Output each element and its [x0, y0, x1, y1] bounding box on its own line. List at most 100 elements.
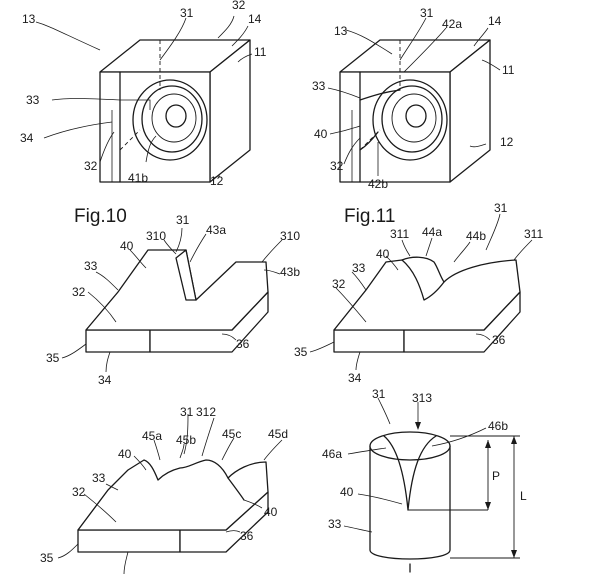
- leader-d44a: [425, 237, 433, 257]
- label-b12: 12: [500, 135, 514, 149]
- leader-e35: [57, 543, 79, 559]
- leader-e40b: [243, 499, 263, 509]
- label-d311a: 311: [390, 227, 409, 241]
- leader-a11: [237, 53, 253, 63]
- leader-f46a: [347, 447, 387, 455]
- label-a32t: 32: [232, 0, 246, 12]
- leader-d36: [475, 333, 491, 341]
- leader-d34: [355, 351, 361, 371]
- label-e40a: 40: [118, 447, 132, 461]
- leader-c43a: [189, 233, 207, 263]
- label-e33: 33: [92, 471, 106, 485]
- label-e36: 36: [240, 529, 254, 543]
- cylinder-body: [369, 445, 451, 560]
- cabinet-right-curve-42b: [359, 131, 379, 151]
- label-c33: 33: [84, 259, 98, 273]
- leader-b11: [481, 59, 501, 71]
- label-a12: 12: [210, 174, 224, 188]
- leader-c43b: [263, 269, 281, 275]
- leader-b13: [345, 29, 393, 55]
- label-d44b: 44b: [466, 229, 486, 243]
- label-c310a: 310: [146, 229, 166, 243]
- cabinet-left-hidden-edge-2: [119, 129, 141, 151]
- leader-b32: [343, 137, 361, 165]
- label-d32: 32: [332, 277, 346, 291]
- label-b42b: 42b: [368, 177, 388, 191]
- leader-c34: [105, 351, 111, 373]
- leader-d311a: [401, 239, 411, 257]
- label-b13: 13: [334, 24, 348, 38]
- dimension-l-arrow-bottom: [511, 550, 517, 558]
- label-c43b: 43b: [280, 265, 300, 279]
- leader-a31: [159, 17, 187, 61]
- label-c31: 31: [176, 213, 190, 227]
- leader-c35: [61, 343, 87, 359]
- label-a13: 13: [22, 12, 36, 26]
- leader-f40: [357, 493, 403, 505]
- fig10-top-face: [85, 249, 269, 331]
- label-f33: 33: [328, 517, 342, 531]
- speaker-right-dust-cap: [405, 104, 427, 128]
- leader-b33: [327, 87, 361, 99]
- label-b31: 31: [420, 6, 434, 20]
- leader-d31: [485, 213, 501, 251]
- fig10-plate: 31 310 43a 310 40 33 43b 32 36 35 34: [46, 213, 300, 387]
- label-a31: 31: [180, 6, 194, 20]
- label-d33: 33: [352, 261, 366, 275]
- cabinet-figure-left: 13 31 32 14 11 33 34 32 41b 12: [20, 0, 267, 188]
- leader-a32: [99, 131, 115, 163]
- fig11-plate: 31 311 44a 44b 311 40 33 32 36 35 34: [294, 201, 543, 385]
- speaker-dust-cap: [165, 104, 187, 128]
- cabinet-left-partition: [120, 99, 151, 110]
- plate-bl-left-edge: [77, 489, 109, 531]
- fig11-curve-44a: [401, 256, 445, 283]
- label-b40: 40: [314, 127, 328, 141]
- leader-a41b: [145, 135, 157, 163]
- leader-a32t: [217, 15, 235, 39]
- leader-e45b: [179, 443, 185, 459]
- label-b11: 11: [502, 63, 515, 77]
- plate-figure-bottom-left: 31 312 45a 45b 45c 45d 40 33 32 40 36 35: [40, 405, 288, 575]
- leader-b12: [469, 143, 487, 148]
- label-d34: 34: [348, 371, 362, 385]
- label-b32: 32: [330, 159, 344, 173]
- fig10-front-face: [85, 329, 151, 353]
- leader-f31: [377, 397, 391, 425]
- leader-a13: [35, 21, 101, 51]
- label-b14: 14: [488, 14, 502, 28]
- leader-b40: [329, 125, 361, 135]
- leader-e45d: [263, 439, 283, 461]
- label-a14: 14: [248, 12, 262, 26]
- leader-c310b: [261, 239, 283, 263]
- label-d31: 31: [494, 201, 508, 215]
- fig10-notch-wall: [175, 249, 197, 301]
- label-e312: 312: [196, 405, 216, 419]
- label-e45d: 45d: [268, 427, 288, 441]
- fig11-top-face: [333, 259, 521, 331]
- leader-e312: [201, 417, 215, 457]
- label-f46b: 46b: [488, 419, 508, 433]
- speaker-right-surround: [381, 85, 443, 153]
- leader-a33: [51, 98, 121, 101]
- label-e35: 35: [40, 551, 54, 565]
- dimension-p-arrow-bottom: [485, 502, 491, 510]
- leader-c33: [95, 271, 119, 291]
- label-e45a: 45a: [142, 429, 162, 443]
- cabinet-right-curve-42a: [359, 89, 401, 101]
- dimension-p-arrow-top: [485, 440, 491, 448]
- fig10-left-edge: [85, 291, 119, 331]
- leader-e34: [123, 551, 129, 575]
- leader-d44b: [453, 241, 471, 263]
- leader-b14: [473, 27, 489, 47]
- label-a11: 11: [254, 45, 267, 59]
- leader-c40: [129, 249, 147, 269]
- leader-d33: [351, 271, 367, 291]
- leader-b42a: [403, 27, 447, 73]
- leader-e33: [105, 483, 119, 491]
- leader-f46b: [431, 427, 487, 447]
- leader-d40: [385, 255, 399, 271]
- label-dimension-p: P: [492, 469, 500, 483]
- label-c36: 36: [236, 337, 250, 351]
